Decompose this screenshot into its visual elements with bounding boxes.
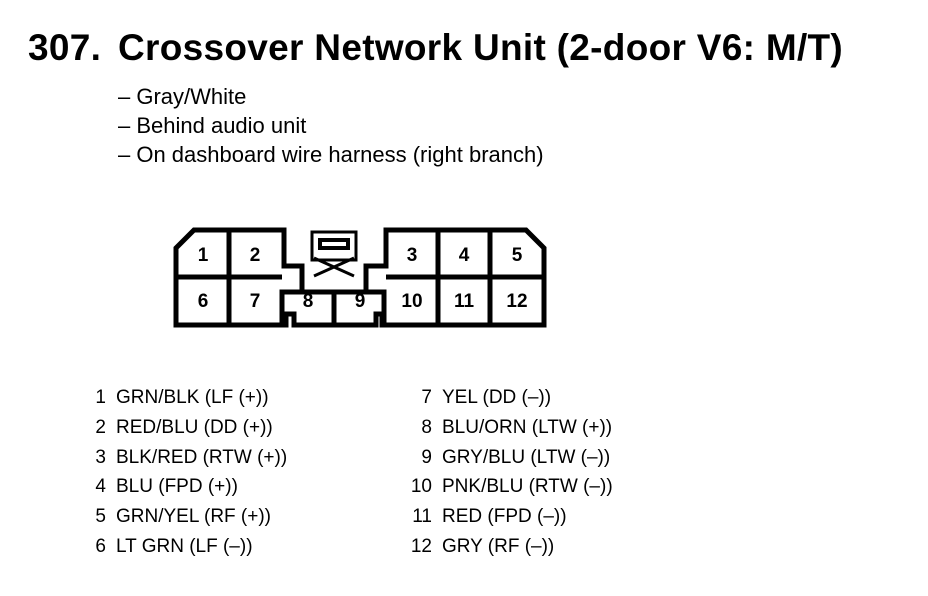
pin-number: 3 [95, 446, 106, 468]
pin-row: 5 GRN/YEL (RF (+)) [80, 502, 287, 532]
pin-list-right: 7 YEL (DD (–)) 8 BLU/ORN (LTW (+)) 9 GRY/BL… [406, 383, 613, 562]
pin-row: 8 BLU/ORN (LTW (+)) [406, 413, 613, 443]
pin-description: BLU (FPD (+)) [116, 476, 238, 498]
pin-row: 7 YEL (DD (–)) [406, 383, 613, 413]
pin-description: GRN/BLK (LF (+)) [116, 387, 269, 408]
pin-description: BLK/RED (RTW (+)) [116, 446, 288, 468]
pin-row: 3 BLK/RED (RTW (+)) [80, 443, 287, 473]
cavity-label: 12 [506, 291, 527, 312]
pin-row: 9 GRY/BLU (LTW (–)) [406, 443, 613, 473]
figure-number: 307. [28, 27, 102, 68]
pin-description: RED (FPD (–)) [442, 506, 567, 528]
pin-description: BLU/ORN (LTW (+)) [442, 416, 613, 438]
note-harness: – On dashboard wire harness (right branc… [118, 142, 544, 167]
pin-row: 11 RED (FPD (–)) [406, 502, 613, 532]
pin-number: 5 [95, 506, 106, 528]
cavity-label: 5 [512, 245, 523, 266]
cavity-label: 9 [355, 291, 366, 312]
pin-description: LT GRN (LF (–)) [116, 535, 253, 557]
cavity-label: 1 [198, 245, 209, 266]
cavity-label: 11 [454, 291, 475, 312]
pin-number: 9 [421, 446, 432, 468]
pin-number: 1 [95, 387, 106, 408]
cavity-label: 4 [459, 245, 470, 266]
cavity-label: 8 [303, 291, 314, 312]
pin-number: 7 [421, 387, 432, 408]
pin-description: RED/BLU (DD (+)) [116, 416, 273, 438]
locking-tab-cross [313, 256, 355, 278]
pin-row: 1 GRN/BLK (LF (+)) [80, 383, 287, 413]
note-location: – Behind audio unit [118, 113, 307, 138]
pin-number: 6 [95, 535, 106, 557]
note-color: – Gray/White [118, 84, 247, 109]
pin-description: YEL (DD (–)) [442, 387, 552, 408]
location-notes: – Gray/White – Behind audio unit – On da… [118, 82, 544, 169]
cavity-label: 7 [250, 291, 261, 312]
pin-description: GRY (RF (–)) [442, 535, 555, 557]
pin-row: 4 BLU (FPD (+)) [80, 472, 287, 502]
pin-number: 12 [410, 535, 432, 557]
pin-row: 6 LT GRN (LF (–)) [80, 532, 287, 562]
cavity-label: 6 [198, 291, 209, 312]
pin-list-left: 1 GRN/BLK (LF (+)) 2 RED/BLU (DD (+)) 3 BLK… [80, 383, 287, 562]
locking-tab [310, 230, 358, 262]
cavity-label: 2 [250, 245, 261, 266]
locking-tab-inner [318, 238, 350, 250]
cavity-label: 10 [401, 291, 422, 312]
connector-face: 1 2 3 4 5 6 7 8 9 10 11 12 [173, 227, 547, 328]
pin-description: GRY/BLU (LTW (–)) [442, 446, 611, 468]
pin-row: 2 RED/BLU (DD (+)) [80, 413, 287, 443]
pin-description: PNK/BLU (RTW (–)) [442, 476, 613, 498]
pin-row: 12 GRY (RF (–)) [406, 532, 613, 562]
figure-heading: 307. Crossover Network Unit (2-door V6: M… [28, 26, 843, 70]
pin-number: 4 [95, 476, 106, 498]
pin-row: 10 PNK/BLU (RTW (–)) [406, 472, 613, 502]
pin-number: 8 [421, 416, 432, 438]
cavity-label: 3 [407, 245, 418, 266]
pin-number: 10 [410, 476, 432, 498]
pin-description: GRN/YEL (RF (+)) [116, 506, 271, 528]
pin-number: 2 [95, 416, 106, 438]
pin-number: 11 [412, 506, 432, 528]
figure-title: Crossover Network Unit (2-door V6: M/T) [118, 27, 844, 68]
